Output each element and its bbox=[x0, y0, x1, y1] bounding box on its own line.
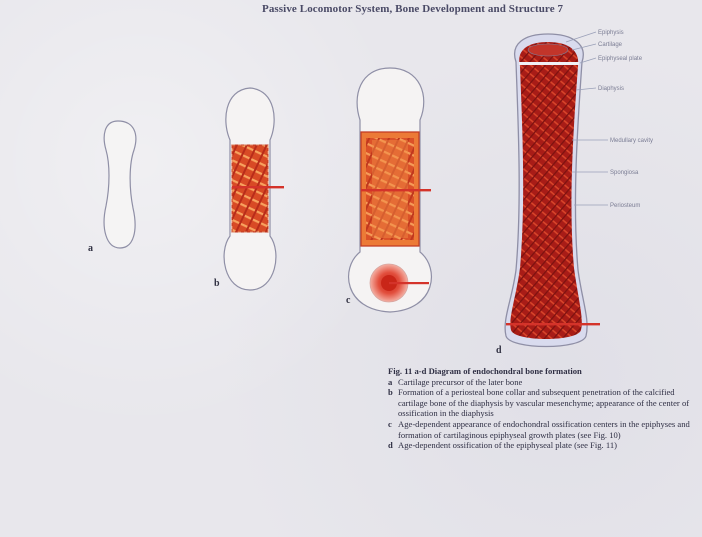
caption-item-b: b Formation of a periosteal bone collar … bbox=[388, 387, 700, 419]
leader-label-diaphysis: Diaphysis bbox=[598, 86, 624, 92]
panel-letter-a: a bbox=[88, 243, 93, 254]
caption-key: b bbox=[388, 387, 398, 419]
caption-item-d: d Age-dependent ossification of the epip… bbox=[388, 440, 700, 451]
caption-title: Fig. 11 a-d Diagram of endochondral bone… bbox=[388, 366, 700, 377]
caption-key: c bbox=[388, 419, 398, 440]
caption-text: Age-dependent appearance of endochondral… bbox=[398, 419, 700, 440]
caption-text: Age-dependent ossification of the epiphy… bbox=[398, 440, 700, 451]
leader-label-epiphyseal-plate: Epiphyseal plate bbox=[598, 56, 643, 62]
leader-label-medullary-cavity: Medullary cavity bbox=[610, 138, 653, 144]
caption-key: a bbox=[388, 377, 398, 388]
caption-item-a: a Cartilage precursor of the later bone bbox=[388, 377, 700, 388]
leader-label-epiphysis: Epiphysis bbox=[598, 30, 624, 36]
caption-item-c: c Age-dependent appearance of endochondr… bbox=[388, 419, 700, 440]
panel-c-epiphyseal-ossification: c bbox=[346, 68, 431, 312]
leader-label-cartilage: Cartilage bbox=[598, 42, 623, 48]
leader-label-periosteum: Periosteum bbox=[610, 203, 640, 209]
panel-b-periosteal-collar: b bbox=[214, 88, 284, 290]
figure-caption: Fig. 11 a-d Diagram of endochondral bone… bbox=[388, 366, 700, 451]
caption-key: d bbox=[388, 440, 398, 451]
panel-letter-d: d bbox=[496, 345, 502, 356]
caption-text: Formation of a periosteal bone collar an… bbox=[398, 387, 700, 419]
panel-letter-b: b bbox=[214, 278, 220, 289]
panel-d-mature-bone: d Epiphysis Cartilage Epiphyseal plate D… bbox=[496, 30, 653, 356]
caption-text: Cartilage precursor of the later bone bbox=[398, 377, 700, 388]
panel-a-cartilage-model: a bbox=[88, 121, 136, 254]
leader-label-spongiosa: Spongiosa bbox=[610, 170, 639, 176]
panel-letter-c: c bbox=[346, 295, 351, 306]
